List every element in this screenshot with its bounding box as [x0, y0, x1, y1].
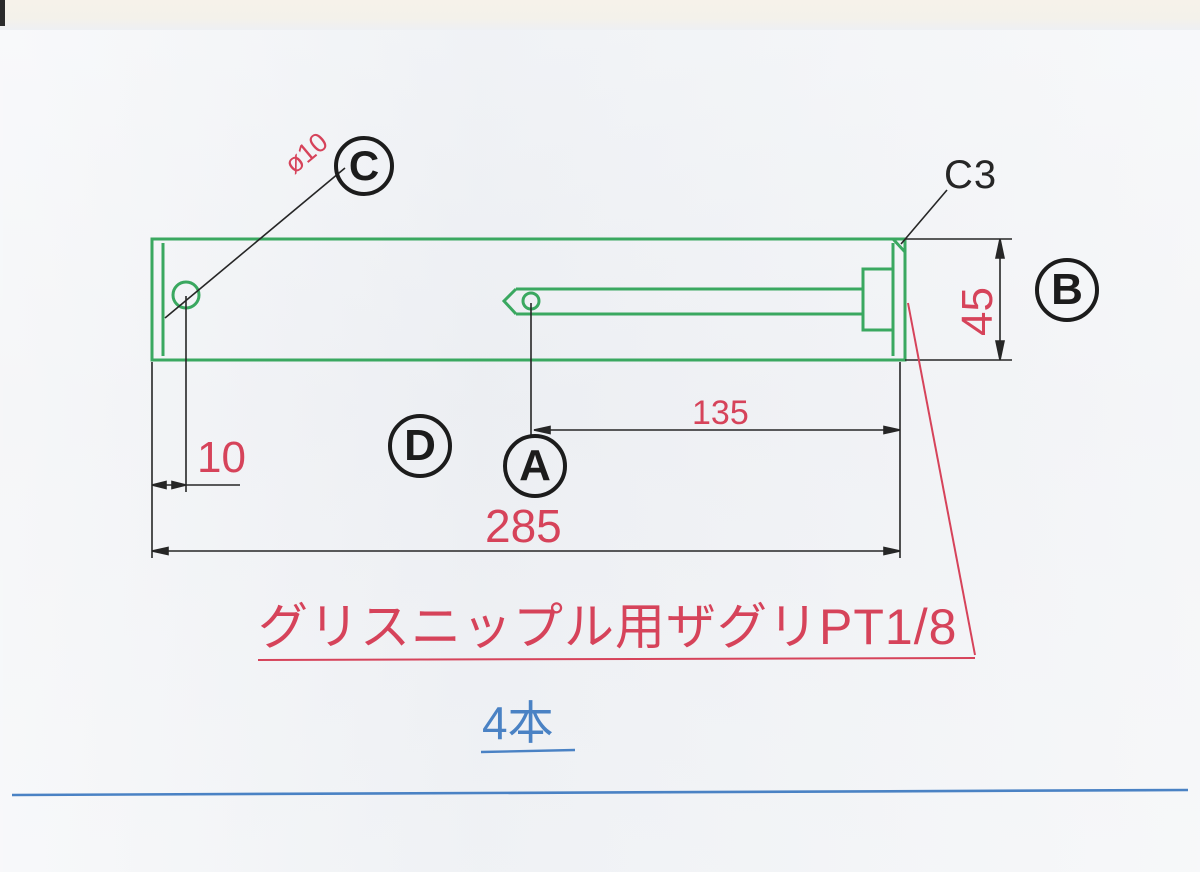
counterbore-box: [861, 267, 895, 332]
balloon-A-label: A: [519, 441, 551, 490]
dim-label-width: 45: [953, 287, 1002, 336]
dim-arrow-45-bottom: [995, 340, 1005, 361]
dim-label-overall-length: 285: [485, 500, 562, 552]
leader-line-counterbore-note: [907, 302, 976, 656]
dim-arrow-135-left: [533, 425, 551, 435]
dim-label-bore-position: 135: [692, 394, 749, 432]
dim-arrow-135-right: [883, 425, 901, 435]
note-underline: [257, 657, 976, 661]
quantity-note-text: 4本: [482, 697, 554, 749]
scanner-edge-mark: [0, 0, 5, 26]
dim-arrow-45-top: [995, 238, 1005, 259]
dim-arrow-285-right: [883, 546, 901, 556]
part-outline-group: [150, 237, 907, 362]
leader-line-C: [164, 167, 346, 319]
balloon-A[interactable]: A: [503, 434, 567, 498]
dim-arrow-10-right: [171, 480, 187, 490]
bore-tip-point: [501, 287, 518, 316]
dim-arrow-285-left: [151, 546, 169, 556]
blue-lines-group: [11, 748, 1189, 797]
balloon-D-label: D: [404, 421, 436, 470]
sheet-horizontal-rule: [11, 788, 1189, 797]
counterbore-note-text: グリスニップル用ザグリPT1/8: [258, 599, 958, 655]
balloon-B-label: B: [1051, 265, 1083, 314]
dim-arrow-10-left: [151, 480, 167, 490]
dimension-lines-group: [151, 167, 1012, 558]
leader-line-chamfer: [900, 189, 948, 245]
quantity-underline: [480, 748, 576, 754]
dim-label-hole-position: 10: [197, 433, 246, 482]
note-leader-group: [257, 302, 976, 661]
balloon-D[interactable]: D: [388, 414, 452, 478]
bar-body-outline: [150, 237, 907, 362]
scanner-top-strip: [0, 0, 1200, 30]
balloon-B[interactable]: B: [1035, 258, 1099, 322]
dim-label-chamfer: C3: [944, 153, 998, 197]
balloon-C[interactable]: C: [334, 136, 394, 196]
chamfer-corner-line: [891, 237, 907, 254]
balloon-C-label: C: [348, 142, 380, 189]
